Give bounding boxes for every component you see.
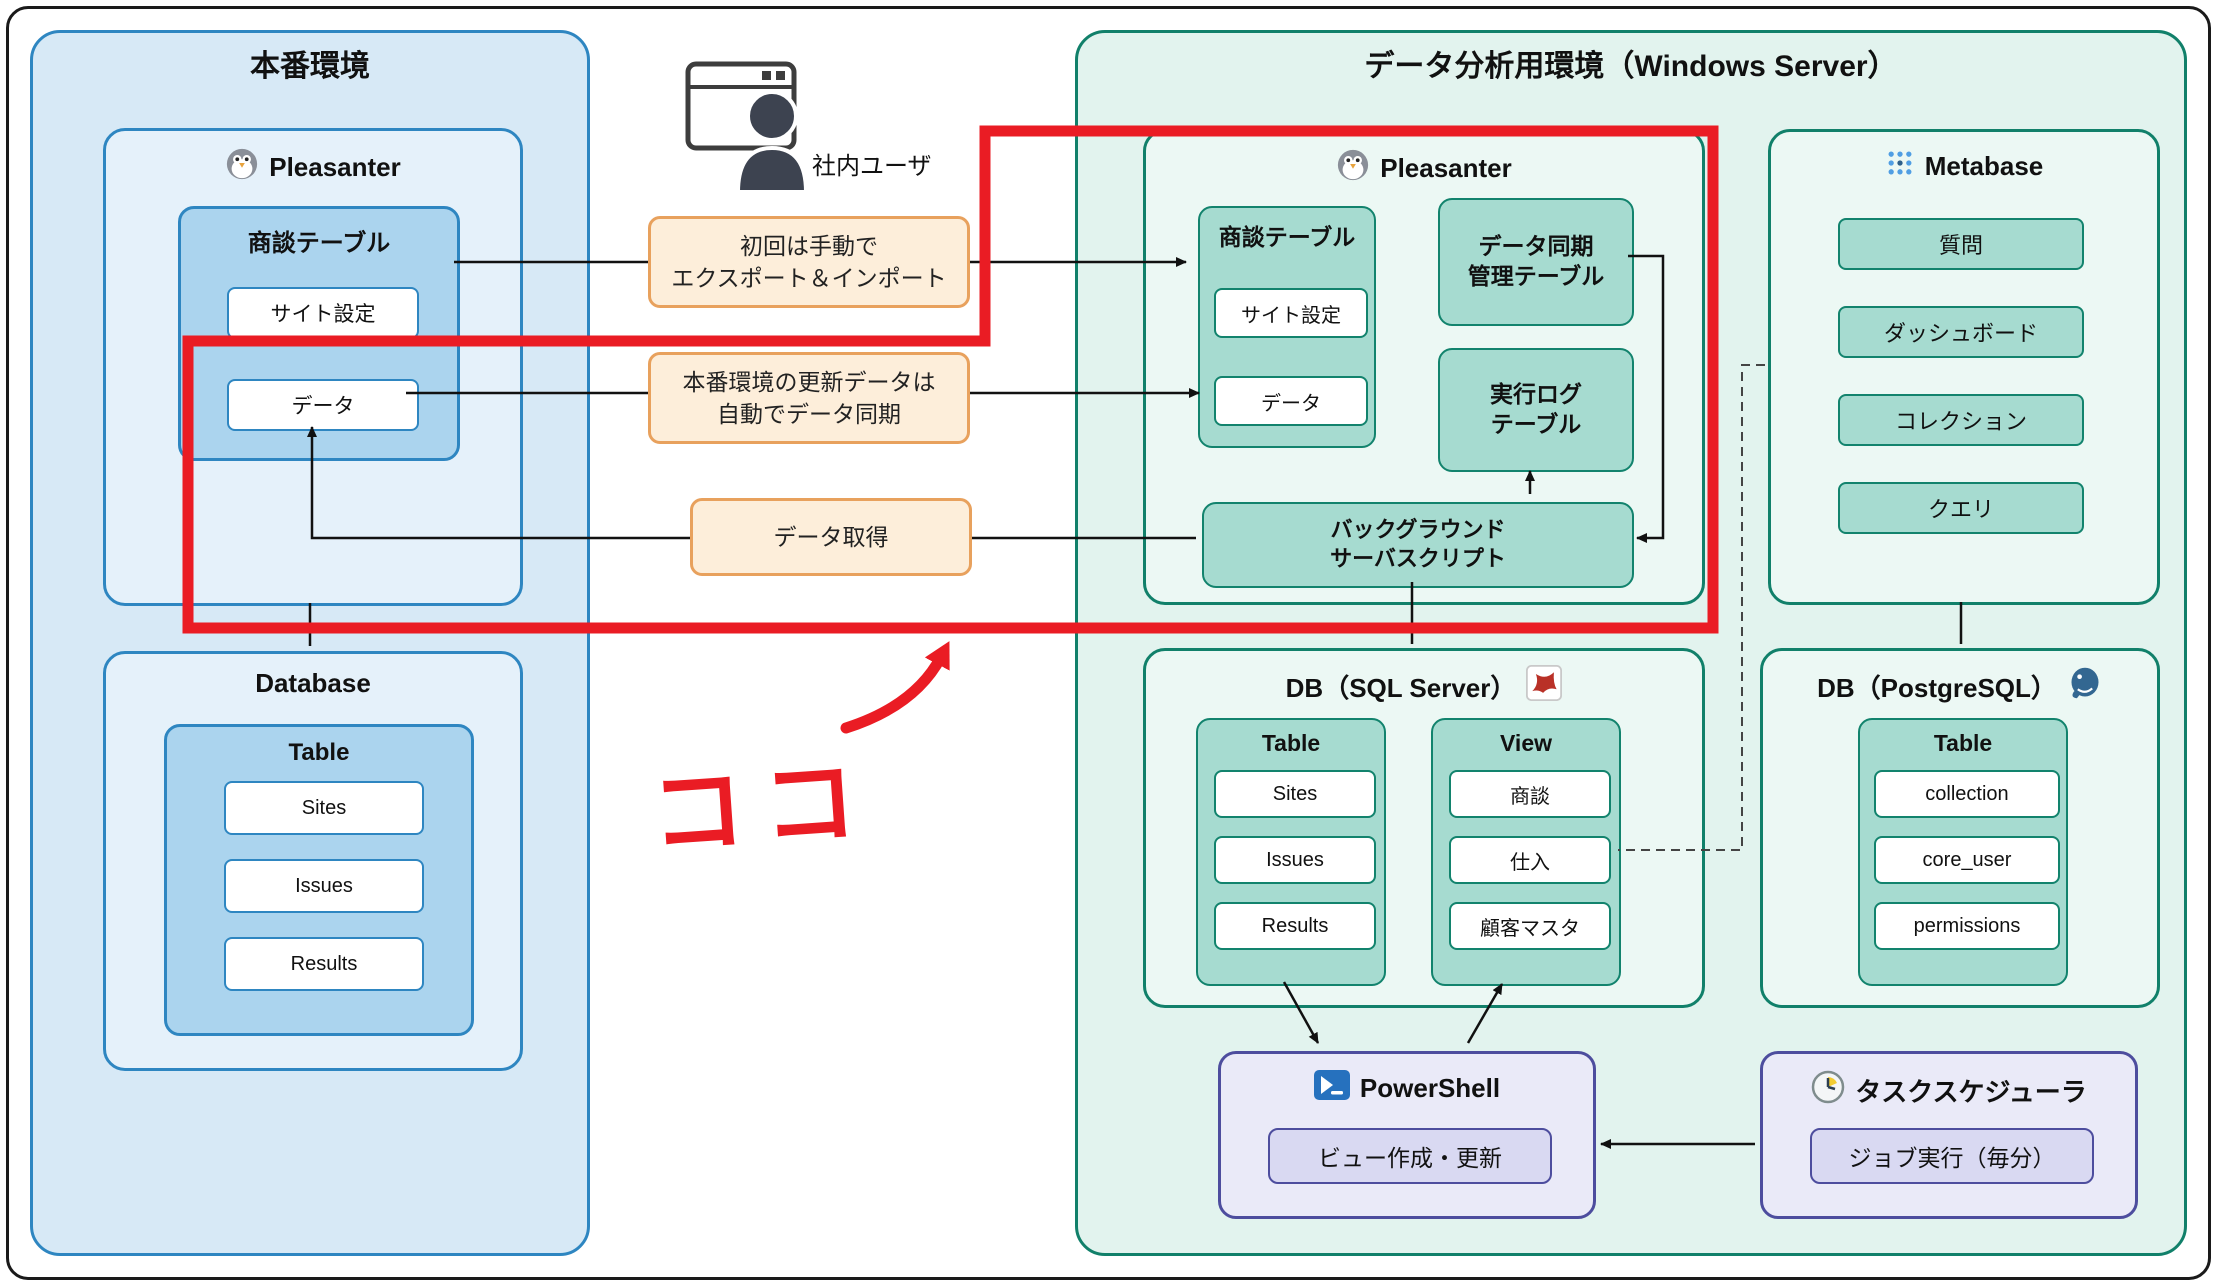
sync-table-line1: データ同期 [1478, 233, 1594, 260]
dots-grid-icon [1885, 148, 1915, 185]
bg-script-line2: サーバスクリプト [1330, 546, 1506, 571]
flow-box-sync: 本番環境の更新データは 自動でデータ同期 [648, 352, 970, 444]
database-table-title: Table [288, 739, 350, 766]
clock-icon [1811, 1070, 1845, 1111]
background-script-box: バックグラウンド サーバスクリプト [1202, 502, 1634, 588]
postgres-box: DB（PostgreSQL） Table collection core_use… [1760, 648, 2160, 1008]
penguin-icon [1336, 148, 1370, 189]
metabase-title: Metabase [1924, 151, 2044, 181]
sqlserver-icon [1526, 665, 1563, 708]
production-section: 本番環境 Pleasanter 商談テーブル サイト設定 データ Databas… [30, 30, 590, 1256]
deal-table-title: 商談テーブル [247, 230, 391, 257]
person-icon [746, 90, 798, 142]
metabase-box: Metabase 質問 ダッシュボード コレクション クエリ [1768, 129, 2160, 605]
pleasanter-title-row: Pleasanter [106, 147, 520, 188]
table-item-permissions: permissions [1874, 902, 2060, 950]
table-item-core-user: core_user [1874, 836, 2060, 884]
sync-management-table-box: データ同期 管理テーブル [1438, 198, 1634, 326]
metabase-item-dashboard: ダッシュボード [1838, 306, 2084, 358]
flow-box-initial: 初回は手動で エクスポート＆インポート [648, 216, 970, 308]
database-table-box: Table Sites Issues Results [164, 724, 474, 1036]
flow-box-fetch: データ取得 [690, 498, 972, 576]
production-title: 本番環境 [250, 50, 370, 83]
table-item-results: Results [1214, 902, 1376, 950]
table-item-results: Results [224, 937, 424, 991]
flow-initial-line2: エクスポート＆インポート [671, 265, 947, 291]
table-item-sites: Sites [1214, 770, 1376, 818]
user-label: 社内ユーザ [812, 153, 932, 180]
table-item-sites: Sites [224, 781, 424, 835]
data-item: データ [1214, 376, 1368, 426]
analysis-title: データ分析用環境（Windows Server） [1364, 50, 1898, 83]
sqlserver-table-title: Table [1261, 730, 1321, 756]
postgres-title: DB（PostgreSQL） [1817, 673, 2057, 703]
sync-table-line2: 管理テーブル [1467, 263, 1605, 289]
postgres-title-row: DB（PostgreSQL） [1763, 665, 2157, 708]
pleasanter-title: Pleasanter [269, 152, 401, 182]
production-pleasanter-box: Pleasanter 商談テーブル サイト設定 データ [103, 128, 523, 606]
powershell-box: PowerShell ビュー作成・更新 [1218, 1051, 1596, 1219]
table-item-issues: Issues [1214, 836, 1376, 884]
red-annotation-arrow [840, 641, 950, 734]
metabase-item-collection: コレクション [1838, 394, 2084, 446]
database-title: Database [255, 668, 371, 698]
analysis-pleasanter-box: Pleasanter 商談テーブル サイト設定 データ データ同期 管理テーブル… [1143, 129, 1705, 605]
powershell-view-update-button: ビュー作成・更新 [1268, 1128, 1552, 1184]
analysis-pleasanter-title: Pleasanter [1380, 153, 1512, 183]
flow-sync-line1: 本番環境の更新データは [682, 368, 936, 395]
view-item-deal: 商談 [1449, 770, 1611, 818]
log-table-line2: テーブル [1490, 411, 1582, 437]
site-settings-item: サイト設定 [1214, 288, 1368, 338]
site-settings-item: サイト設定 [227, 287, 419, 339]
scheduler-title: タスクスケジューラ [1855, 1077, 2087, 1107]
flow-sync-line2: 自動でデータ同期 [717, 401, 901, 427]
analysis-deal-table-title: 商談テーブル [1218, 224, 1356, 250]
koko-annotation: ココ [647, 747, 878, 868]
sqlserver-view-box: View 商談 仕入 顧客マスタ [1431, 718, 1621, 986]
analysis-pleasanter-title-row: Pleasanter [1146, 148, 1702, 189]
exec-log-table-box: 実行ログ テーブル [1438, 348, 1634, 472]
sqlserver-title-row: DB（SQL Server） [1146, 665, 1702, 708]
scheduler-box: タスクスケジューラ ジョブ実行（毎分） [1760, 1051, 2138, 1219]
database-title-row: Database [106, 668, 520, 699]
scheduler-job-button: ジョブ実行（毎分） [1810, 1128, 2094, 1184]
postgres-table-title: Table [1933, 730, 1993, 756]
data-item: データ [227, 379, 419, 431]
powershell-icon [1313, 1070, 1350, 1107]
postgres-table-box: Table collection core_user permissions [1858, 718, 2068, 986]
metabase-item-question: 質問 [1838, 218, 2084, 270]
flow-fetch-label: データ取得 [773, 523, 889, 550]
deal-table-box: 商談テーブル サイト設定 データ [178, 206, 460, 461]
sqlserver-view-title: View [1500, 730, 1552, 756]
view-item-customer-master: 顧客マスタ [1449, 902, 1611, 950]
table-item-collection: collection [1874, 770, 2060, 818]
view-item-purchase: 仕入 [1449, 836, 1611, 884]
penguin-icon [225, 147, 259, 188]
log-table-line1: 実行ログ [1490, 381, 1582, 408]
analysis-deal-table-box: 商談テーブル サイト設定 データ [1198, 206, 1376, 448]
powershell-title-row: PowerShell [1221, 1070, 1593, 1107]
powershell-title: PowerShell [1359, 1073, 1501, 1103]
sqlserver-table-box: Table Sites Issues Results [1196, 718, 1386, 986]
production-database-box: Database Table Sites Issues Results [103, 651, 523, 1071]
elephant-icon [2067, 665, 2103, 708]
bg-script-line1: バックグラウンド [1330, 517, 1506, 543]
flow-initial-line1: 初回は手動で [740, 232, 878, 259]
table-item-issues: Issues [224, 859, 424, 913]
sqlserver-box: DB（SQL Server） Table Sites Issues Result… [1143, 648, 1705, 1008]
metabase-item-query: クエリ [1838, 482, 2084, 534]
metabase-title-row: Metabase [1771, 148, 2157, 185]
scheduler-title-row: タスクスケジューラ [1763, 1070, 2135, 1111]
sqlserver-title: DB（SQL Server） [1285, 673, 1517, 703]
analysis-section: データ分析用環境（Windows Server） Pleasanter 商談テー… [1075, 30, 2187, 1256]
